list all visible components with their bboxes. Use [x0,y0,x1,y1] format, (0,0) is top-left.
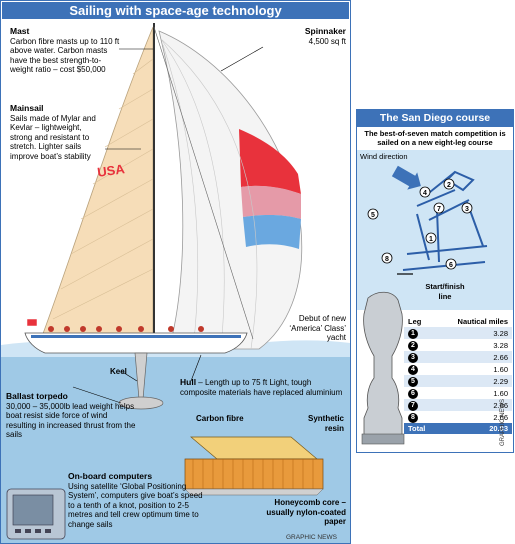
leg-miles: 3.28 [436,327,512,339]
wind-direction-label: Wind direction [360,152,408,161]
yacht-illustration: USA [1,23,350,543]
svg-text:7: 7 [437,206,441,213]
course-title: The San Diego course [357,110,513,127]
synthetic-resin-label: Synthetic resin [307,414,344,433]
leg-number: 8 [408,413,418,423]
svg-text:5: 5 [371,212,375,219]
leg-number: 1 [408,329,418,339]
spinnaker-pink-band [241,185,301,219]
computer-device [6,488,66,540]
leg-number: 3 [408,353,418,363]
spinnaker-body: 4,500 sq ft [308,36,346,46]
col-miles: Nautical miles [457,317,508,326]
page-title: Sailing with space-age technology [2,2,349,19]
hull-heading: Hull [180,377,197,387]
hull-body: – Length up to 75 ft Light, tough compos… [180,378,343,397]
legs-table-header: Leg Nautical miles [404,316,512,327]
mainsail [40,26,154,340]
course-panel [356,109,514,453]
svg-text:1: 1 [429,236,433,243]
hull-section-detail [184,436,324,496]
spinnaker-blue-band [243,214,301,249]
leg-number: 4 [408,365,418,375]
credit-left: GRAPHIC NEWS [286,534,337,541]
trophy-illustration [361,291,405,445]
keel-label: Keel [110,367,127,376]
svg-text:6: 6 [449,262,453,269]
carbon-fibre-label: Carbon fibre [196,414,244,423]
computers-label: On-board computers Using satellite ‘Glob… [68,471,208,530]
mainsail-heading: Mainsail [10,103,44,113]
debut-label: Debut of new ‘America’ Class’ yacht [289,314,346,343]
course-subtitle: The best-of-seven match competition is s… [364,129,506,147]
leg-number: 7 [408,401,418,411]
leg-miles: 3.28 [493,340,508,350]
leg-number: 2 [408,341,418,351]
computers-heading: On-board computers [68,471,153,481]
mast-body: Carbon fibre masts up to 110 ft above wa… [10,36,120,75]
credit-right: GRAPHIC NEWS [500,398,506,446]
ballast-body: 30,000 – 35,000lb lead weight helps boat… [6,401,136,440]
course-leg-markers: 1 2 3 4 5 6 7 8 [367,178,473,270]
spinnaker-heading: Spinnaker [304,26,346,36]
leg-miles: 2.66 [493,412,508,422]
leg-number: 5 [408,377,418,387]
leg-miles: 2.29 [436,375,512,387]
forestay [153,26,254,340]
spinnaker-red-band [239,129,301,194]
mainsail-seams [52,58,154,320]
ballast-label: Ballast torpedo 30,000 – 35,000lb lead w… [6,391,136,440]
crew [48,326,204,332]
leg-miles: 1.60 [493,388,508,398]
leg-miles: 2.66 [436,351,512,363]
total-label: Total [404,423,437,434]
spinnaker-label: Spinnaker 4,500 sq ft [286,26,346,46]
mast-label: Mast Carbon fibre masts up to 110 ft abo… [10,26,122,75]
course-lines [402,170,488,271]
ballast-heading: Ballast torpedo [6,391,68,401]
computers-body: Using satellite ‘Global Positioning Syst… [68,481,203,529]
mainsail-body: Sails made of Mylar and Kevlar – lightwe… [10,113,96,161]
spinnaker [158,30,303,350]
total-value: 20.03 [436,423,512,434]
leg-number: 6 [408,389,418,399]
ballast-torpedo [118,396,164,410]
start-finish-label: Start/finish line [425,282,465,301]
wind-arrow [391,165,421,190]
hull-stripe [31,335,241,338]
leg-miles: 2.66 [436,399,512,411]
svg-text:2: 2 [447,182,451,189]
svg-text:4: 4 [423,190,427,197]
stern-flag [26,318,38,327]
mainsail-label: Mainsail Sails made of Mylar and Kevlar … [10,103,106,162]
leg-miles: 1.60 [493,364,508,374]
hull-label: Hull – Length up to 75 ft Light, tough c… [180,377,348,397]
mast-heading: Mast [10,26,30,36]
col-leg: Leg [408,317,422,326]
svg-text:3: 3 [465,206,469,213]
course-map: 1 2 3 4 5 6 7 8 [357,150,513,310]
leader-lines [72,46,264,404]
sail-logo: USA [96,161,126,180]
svg-text:8: 8 [385,256,389,263]
honeycomb-label: Honeycomb core – usually nylon-coated pa… [266,498,346,527]
spinnaker-seams [160,38,258,350]
